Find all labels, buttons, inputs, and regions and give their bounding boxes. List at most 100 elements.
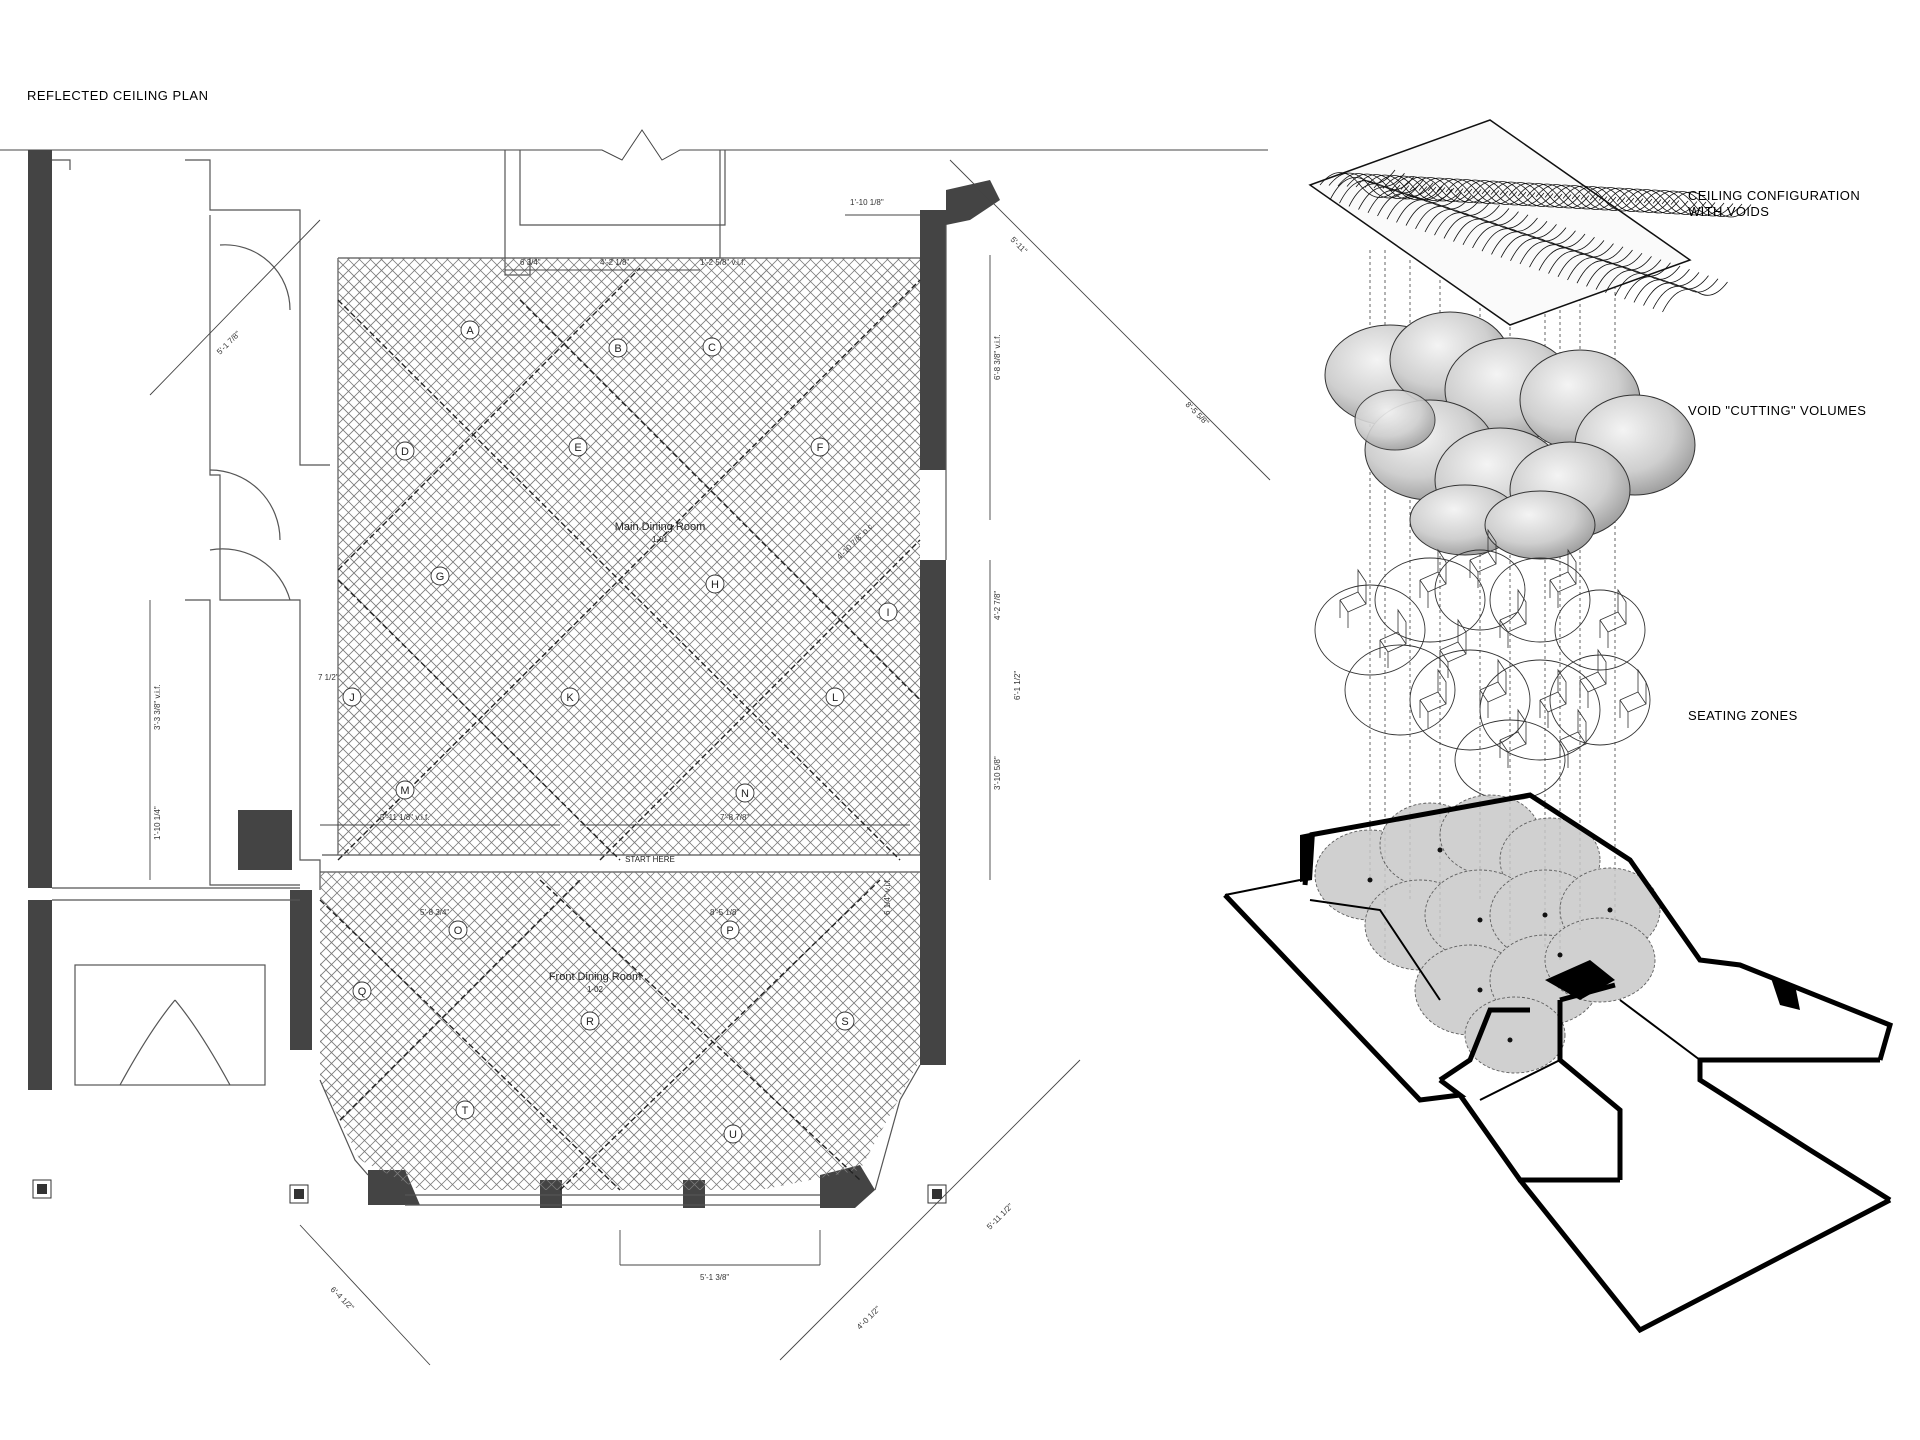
dim-d16: 5'-11 1/2" (985, 1202, 1015, 1232)
dim-d3: 1'-2 5/8" v.i.f. (700, 258, 746, 267)
dim-d13: 6 1/4" v.i.f. (883, 878, 892, 915)
dim-d20: 5'-1 7/8" (215, 329, 242, 356)
zone-letter: H (711, 579, 719, 591)
dim-d11: 5'-8 3/4" (420, 908, 449, 917)
zone-letter: R (586, 1016, 594, 1028)
panel-division-lines (319, 267, 921, 1191)
east-wall-upper (920, 210, 946, 470)
bay-pier-mid-2 (683, 1180, 705, 1208)
dim-d7: 6'-1 1/2" (1013, 671, 1022, 700)
zone-letter: P (726, 925, 733, 937)
zone-letter: N (741, 788, 749, 800)
axo-floor-plan (1223, 792, 1894, 1334)
column-markers-fill (37, 1184, 942, 1199)
main-room-number: 1-01 (652, 535, 669, 544)
dim-d14: 5'-1 3/8" (700, 1273, 729, 1282)
dim-d18: 3'-3 3/8" v.i.f. (153, 684, 162, 730)
start-here-label: START HERE (625, 855, 675, 864)
axo-label-ceiling-1: CEILING CONFIGURATION (1688, 188, 1860, 203)
dim-d22: 8'-5 5/8" (1184, 400, 1211, 427)
zone-marker-circle (705, 574, 725, 594)
dim-d23: 7 1/2" (318, 673, 339, 682)
axo-void-volumes (1324, 311, 1696, 560)
northeast-pier (946, 180, 1000, 225)
dim-d21: 5'-11" (1009, 235, 1029, 255)
zone-letter: S (841, 1016, 848, 1028)
axo-seating-zones (1314, 528, 1651, 801)
dim-d5: 6'-8 3/8" v.i.f. (993, 334, 1002, 380)
bay-pier-mid-1 (540, 1180, 562, 1208)
axo-floor-centers (1367, 847, 1613, 1043)
zone-letter: Q (358, 986, 367, 998)
drawing-title: REFLECTED CEILING PLAN (27, 88, 209, 103)
top-reference-line (0, 129, 1268, 161)
zone-letter: D (401, 446, 409, 458)
axo-label-seating: SEATING ZONES (1688, 708, 1798, 723)
dim-d17: 4'-0 1/2" (855, 1304, 882, 1331)
zone-marker-circle (735, 783, 755, 803)
dim-d12: 8'-5 1/8" (710, 908, 739, 917)
column-markers (32, 1179, 947, 1204)
dim-d4: 1'-10 1/8" (850, 198, 884, 207)
zone-marker-circle (560, 687, 580, 707)
zone-letter: B (614, 343, 621, 355)
zone-letter: G (436, 571, 445, 583)
zone-marker-circle (395, 441, 415, 461)
main-room-name: Main Dining Room (615, 521, 705, 533)
axo-floor-seating-circles (1314, 794, 1661, 1074)
zone-letter: I (886, 607, 889, 619)
bay-pier-left (368, 1170, 420, 1205)
dim-d19: 1'-10 1/4" (153, 806, 162, 840)
plan-walls (28, 150, 1000, 1208)
zone-letter: F (817, 442, 824, 454)
zone-marker-circle (455, 1100, 475, 1120)
zone-marker-circle (430, 566, 450, 586)
dim-d2: 4'-2 1/8" (600, 258, 629, 267)
zone-letter: C (708, 342, 716, 354)
axo-label-ceiling-2: WITH VOIDS (1688, 204, 1769, 219)
dim-d9: 5'-11 1/8" v.i.f. (380, 813, 429, 822)
west-wall-lower (28, 900, 52, 1090)
west-wall-upper (28, 150, 52, 888)
zone-letter: A (466, 325, 474, 337)
front-room-number: 1-02 (587, 985, 604, 994)
zone-marker-circle (723, 1124, 743, 1144)
zone-marker-circle (342, 687, 362, 707)
dim-d10: 7'-8 7/8" (720, 813, 749, 822)
front-dining-ceiling-slats (320, 872, 920, 1190)
main-dining-ceiling-slats (338, 258, 920, 855)
zone-marker-circle (448, 920, 468, 940)
zone-marker-circle (395, 780, 415, 800)
zone-letter: J (349, 692, 355, 704)
zone-letter: K (566, 692, 574, 704)
zone-marker-circle (352, 981, 372, 1001)
zone-marker-circle (810, 437, 830, 457)
axo-floor-walls (1223, 792, 1894, 1334)
dim-d1: 6 3/4" (520, 258, 541, 267)
plan-outlines (52, 150, 947, 1206)
zone-letter: T (462, 1105, 469, 1117)
zone-marker-circle (720, 920, 740, 940)
zone-letter: L (832, 692, 838, 704)
zone-marker-circle (608, 338, 628, 358)
zone-marker-circle (580, 1011, 600, 1031)
zone-letter: M (400, 785, 409, 797)
axo-floor-thin-walls (1224, 879, 1701, 1101)
axo-label-voids: VOID "CUTTING" VOLUMES (1688, 403, 1866, 418)
axo-ceiling-configuration (1308, 119, 1752, 326)
zone-marker-circle (460, 320, 480, 340)
dim-d15: 6'-4 1/2" (329, 1285, 356, 1312)
front-room-name: Front Dining Room (549, 971, 641, 983)
column-block (238, 810, 292, 870)
zone-marker-circle (702, 337, 722, 357)
zone-marker-circle (568, 437, 588, 457)
zone-letter: O (454, 925, 463, 937)
front-wall-stub (290, 890, 312, 1050)
dim-d8: 3'-10 5/8" (993, 756, 1002, 790)
dim-d6: 4'-2 7/8" (993, 591, 1002, 620)
dimension-lines (149, 159, 1271, 1366)
zone-letter: E (574, 442, 581, 454)
zone-marker-circle (835, 1011, 855, 1031)
